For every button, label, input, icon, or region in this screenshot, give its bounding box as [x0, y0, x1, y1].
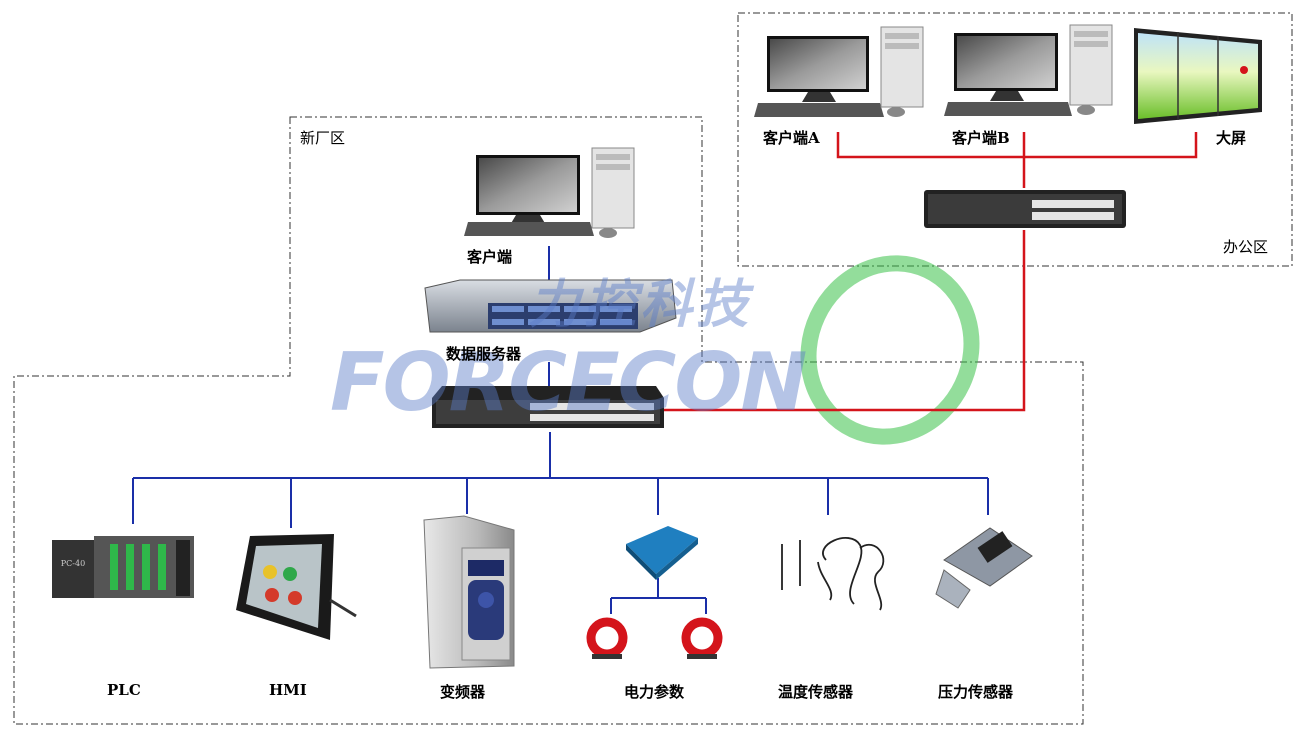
current-transformer-right-icon[interactable] — [686, 622, 718, 659]
label-pressure-sensor: 压力传感器 — [938, 681, 1013, 702]
temperature-sensor-icon[interactable] — [782, 538, 883, 610]
label-vfd: 变频器 — [440, 681, 485, 702]
zone-label-office: 办公区 — [1223, 236, 1268, 257]
client-computer-icon[interactable] — [464, 148, 634, 238]
label-hmi: HMI — [269, 681, 307, 699]
label-temp-sensor: 温度传感器 — [778, 681, 853, 702]
client-a-computer-icon[interactable] — [754, 27, 923, 117]
watermark-logo — [780, 236, 999, 463]
label-client-b: 客户端B — [952, 127, 1010, 148]
plc-model-label: PC-40 — [61, 559, 85, 568]
vfd-icon[interactable] — [424, 516, 514, 668]
big-screen-icon[interactable] — [1134, 28, 1262, 124]
label-plc: PLC — [107, 681, 141, 699]
label-client-a: 客户端A — [763, 127, 820, 148]
zone-label-new-plant: 新厂区 — [300, 127, 345, 148]
client-b-computer-icon[interactable] — [944, 25, 1112, 116]
pressure-sensor-icon[interactable] — [936, 528, 1032, 608]
label-big-screen: 大屏 — [1216, 127, 1246, 148]
office-switch-icon[interactable] — [924, 190, 1126, 228]
label-client: 客户端 — [467, 246, 512, 267]
data-server-icon[interactable] — [425, 280, 676, 332]
plc-icon[interactable]: PC-40 — [52, 536, 194, 598]
label-data-server: 数据服务器 — [446, 343, 521, 364]
core-switch-icon[interactable] — [432, 386, 664, 428]
current-transformer-left-icon[interactable] — [591, 622, 623, 659]
power-meter-icon[interactable] — [626, 526, 698, 580]
label-power-params: 电力参数 — [624, 681, 684, 702]
hmi-icon[interactable] — [236, 534, 356, 640]
